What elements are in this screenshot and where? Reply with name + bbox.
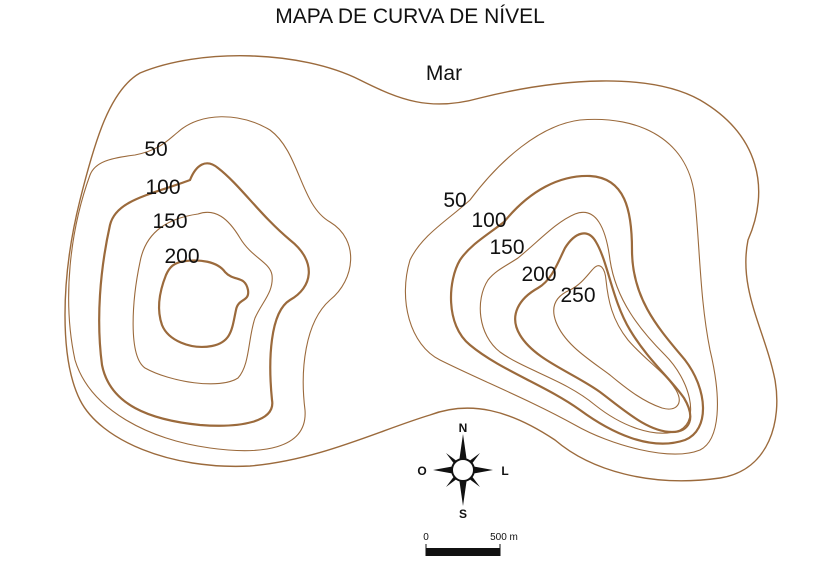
scale-end-label: 500 m xyxy=(490,532,518,543)
right-label-100: 100 xyxy=(471,209,506,232)
left-contour-50 xyxy=(68,116,352,452)
right-label-250: 250 xyxy=(560,284,595,307)
scale-bar: 0 500 m xyxy=(423,532,518,556)
left-contour-200 xyxy=(157,259,250,348)
left-label-50: 50 xyxy=(144,138,167,161)
compass-rose: N S O L xyxy=(417,421,508,521)
left-label-100: 100 xyxy=(145,176,180,199)
compass-west: O xyxy=(417,464,426,478)
sea-label: Mar xyxy=(426,62,462,85)
right-contour-50 xyxy=(404,118,718,455)
right-contour-200 xyxy=(514,232,692,434)
compass-center-icon xyxy=(451,458,475,482)
map-title: MAPA DE CURVA DE NÍVEL xyxy=(275,5,545,28)
coastline-contour xyxy=(64,55,778,482)
right-contour-250 xyxy=(553,265,680,410)
compass-south: S xyxy=(459,507,467,521)
compass-north: N xyxy=(459,421,468,435)
right-label-150: 150 xyxy=(489,236,524,259)
left-label-150: 150 xyxy=(152,210,187,233)
left-contour-100 xyxy=(98,162,310,427)
left-label-200: 200 xyxy=(164,245,199,268)
compass-east: L xyxy=(501,464,508,478)
right-label-50: 50 xyxy=(443,189,466,212)
right-contour-100 xyxy=(449,174,705,445)
right-label-200: 200 xyxy=(521,263,556,286)
left-contour-150 xyxy=(132,211,273,385)
scale-start-label: 0 xyxy=(423,532,429,543)
